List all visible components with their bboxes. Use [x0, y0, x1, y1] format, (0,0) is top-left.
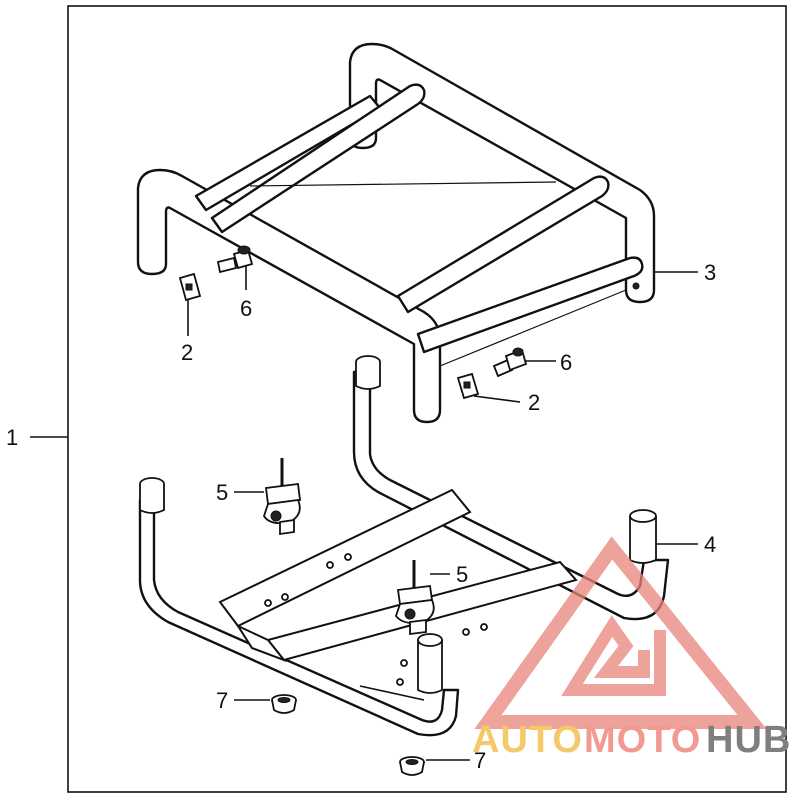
upper-frame	[136, 42, 656, 424]
watermark-hub: HUB	[706, 719, 791, 761]
bolt-6-left	[216, 245, 254, 274]
callout-5-right: 5	[456, 562, 468, 587]
watermark-text: AUTO MOTO HUB	[472, 719, 791, 761]
rubber-foot-7-right	[399, 756, 425, 776]
mount-5-right	[394, 560, 435, 636]
callout-6-left: 6	[240, 296, 252, 321]
leader-lines	[30, 266, 698, 761]
clip-nut-2-right	[456, 372, 480, 400]
callout-2-left: 2	[181, 340, 193, 365]
lower-frame	[138, 355, 670, 737]
callout-3: 3	[704, 260, 716, 285]
rubber-foot-7-left	[271, 694, 297, 714]
watermark-logo	[474, 536, 767, 729]
bolt-6-right	[492, 347, 528, 378]
callout-6-right: 6	[560, 350, 572, 375]
callout-1: 1	[6, 425, 18, 450]
watermark-moto: MOTO	[584, 719, 701, 761]
callout-7-right: 7	[474, 748, 486, 773]
callout-7-left: 7	[216, 688, 228, 713]
mount-5-left	[263, 458, 302, 536]
callout-5-left: 5	[216, 480, 228, 505]
clip-nut-2-left	[178, 272, 202, 302]
watermark-auto: AUTO	[472, 719, 583, 761]
assembly-border	[67, 5, 787, 793]
callout-4: 4	[704, 532, 716, 557]
callout-2-right: 2	[528, 390, 540, 415]
